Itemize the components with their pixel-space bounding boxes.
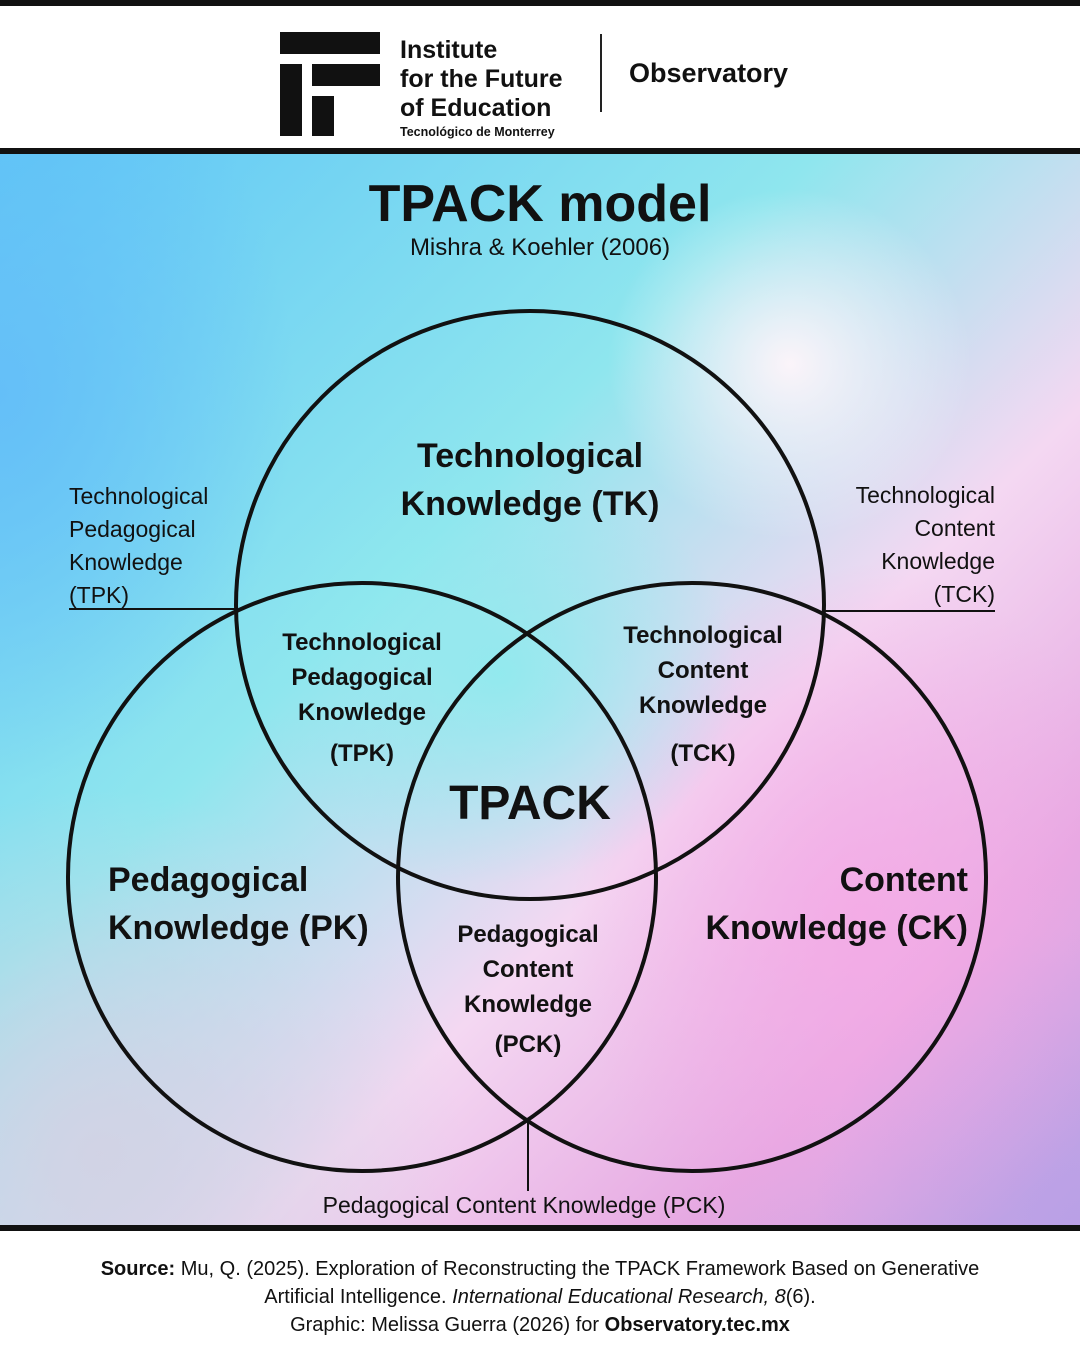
tk-name: Technological [416,437,644,475]
pk-line2: Knowledge [108,909,290,947]
venn-diagram [66,309,995,1191]
tpk-callout-line3: Knowledge [69,549,183,575]
tpk-line2: Pedagogical [291,664,433,691]
pck-abbr: PCK [502,1031,554,1058]
ck-name: Content [839,861,968,899]
observatory-label: Observatory [629,58,789,88]
tk-circle [234,309,826,901]
pk-label: Pedagogical Knowledge (PK) [108,856,369,952]
pk-circle [66,581,658,1173]
tk-abbr: TK [602,485,649,523]
diagram-title: TPACK model [368,175,712,233]
bottom-band [0,1225,1080,1231]
tpk-label: Technological Pedagogical Knowledge (TPK… [262,625,462,771]
pck-line2: Content [482,956,574,983]
tpk-line3: Knowledge [297,699,426,726]
tpk-abbr: TPK [338,740,386,767]
top-border [0,0,1080,6]
logo-divider [600,34,602,112]
ck-circle [396,581,988,1173]
tck-callout-line3: Knowledge [881,548,995,574]
logo-line-1: Institute [400,36,498,64]
tpack-center-label: TPACK [449,777,611,830]
tck-callout-line2: Content [914,515,995,541]
tpk-callout-line2: Pedagogical [69,516,196,542]
observatory-link[interactable]: Observatory.tec.mx [604,1314,790,1336]
diagram-area: TPACK model Mishra & Koehler (2006) Tech… [0,154,1080,1225]
pck-callout: Pedagogical Content Knowledge (PCK) [322,1192,726,1218]
pck-line3: Knowledge [463,991,592,1018]
source-label: Source: [100,1258,176,1280]
top-band [0,148,1080,154]
tck-line2: Content [657,657,749,684]
ck-label: Content Knowledge (CK) [705,856,968,952]
tpk-line1: Technological [282,629,442,656]
tk-label: Technological Knowledge (TK) [360,432,700,528]
logo-line-3: of Education [400,94,552,122]
journal-name: International Educational Research, 8 [452,1286,786,1308]
footer-citation: Source: Mu, Q. (2025). Exploration of Re… [0,1255,1080,1339]
ck-line2: Knowledge [705,909,887,947]
institute-logo-icon [280,32,380,136]
institute-logo-text: Institute for the Future of Education Te… [400,36,563,139]
tpk-callout-line4: (TPK) [69,582,130,608]
tck-label: Technological Content Knowledge (TCK) [603,618,803,771]
tck-callout-line4: (TCK) [933,581,995,607]
pck-line1: Pedagogical [457,921,599,948]
graphic-credit: Graphic: Melissa Guerra (2026) for [290,1314,600,1336]
tpk-callout-line1: Technological [69,483,209,509]
pck-label: Pedagogical Content Knowledge (PCK) [428,917,628,1062]
header: Institute for the Future of Education Te… [0,6,1080,148]
logo-line-2: for the Future [400,65,563,93]
tck-line3: Knowledge [638,692,767,719]
logo-subtitle: Tecnológico de Monterrey [400,125,555,139]
pk-abbr: PK [310,909,358,947]
tck-line1: Technological [623,622,783,649]
tpk-callout: Technological Pedagogical Knowledge (TPK… [69,480,208,612]
pk-name: Pedagogical [108,861,309,899]
tck-abbr: TCK [678,740,728,767]
source-text: Mu, Q. (2025). Exploration of Reconstruc… [180,1258,980,1280]
tk-line2: Knowledge [400,485,582,523]
source-line2: Artificial Intelligence. [264,1286,447,1308]
ck-abbr: CK [907,909,957,947]
diagram-subtitle: Mishra & Koehler (2006) [409,234,671,261]
tck-callout-line1: Technological [855,482,995,508]
tck-callout: Technological Content Knowledge (TCK) [856,479,995,611]
journal-issue: (6). [785,1286,816,1308]
